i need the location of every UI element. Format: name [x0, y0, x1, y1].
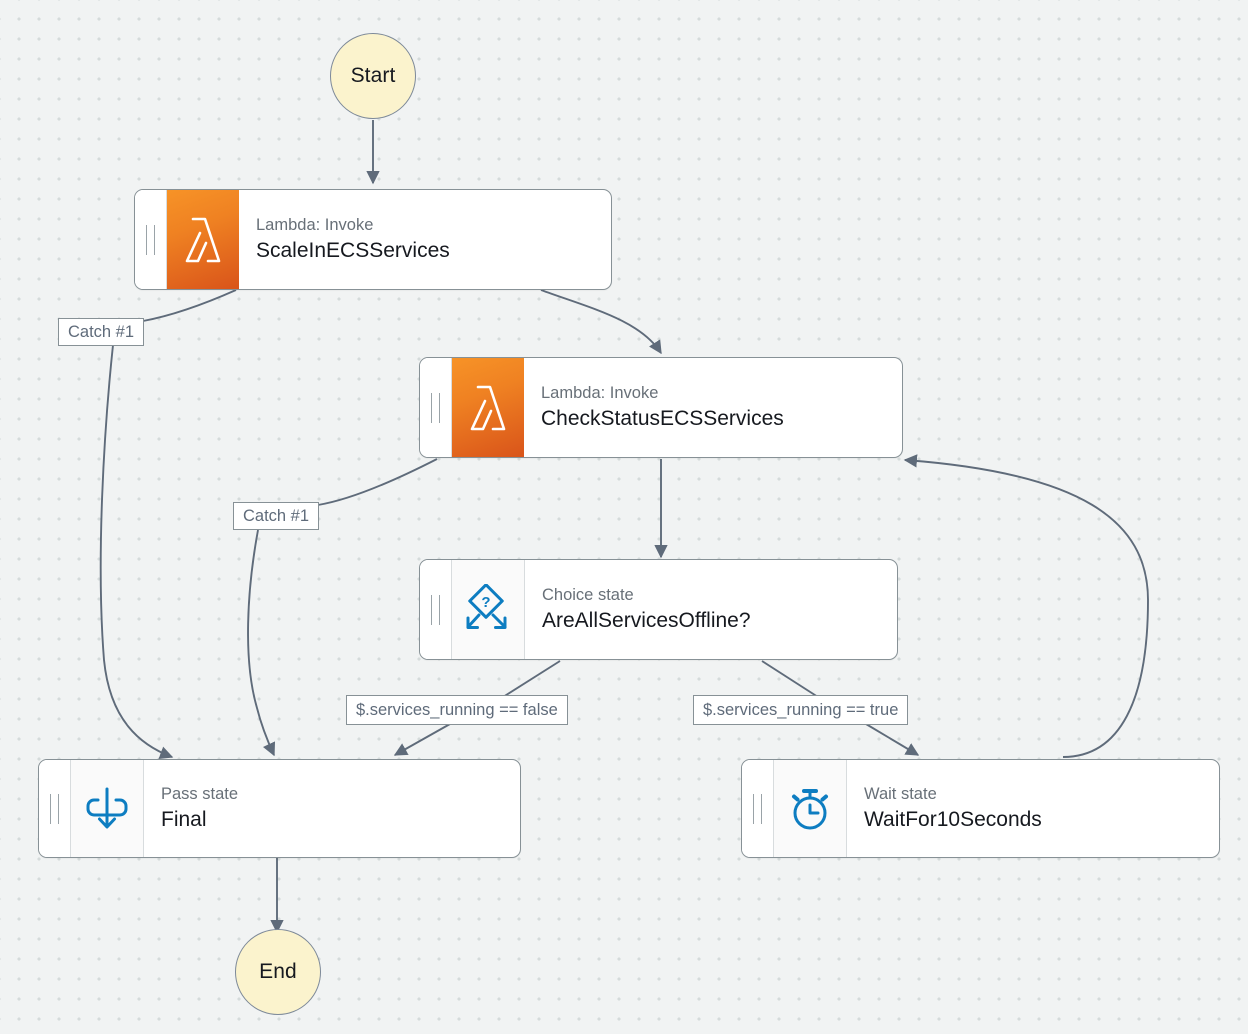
- node-labels: Wait state WaitFor10Seconds: [847, 760, 1219, 857]
- node-labels: Pass state Final: [144, 760, 520, 857]
- node-title: AreAllServicesOffline?: [542, 608, 751, 632]
- node-title: CheckStatusECSServices: [541, 406, 784, 430]
- drag-handle[interactable]: [420, 358, 452, 457]
- node-title: ScaleInECSServices: [256, 238, 450, 262]
- edge-scalein-to-checkstatus: [540, 289, 662, 355]
- node-title: WaitFor10Seconds: [864, 807, 1042, 831]
- state-node-scale-in-ecs-services[interactable]: Lambda: Invoke ScaleInECSServices: [134, 189, 612, 290]
- edge-checkstatus-catch-label: [317, 458, 438, 506]
- lambda-icon: [452, 358, 524, 457]
- edge-choice-true-to-wait: [865, 723, 920, 756]
- wait-icon: [774, 760, 847, 857]
- state-node-are-all-services-offline[interactable]: ? Choice state AreAllServicesOffline?: [419, 559, 898, 660]
- drag-handle[interactable]: [742, 760, 774, 857]
- node-subtitle: Wait state: [864, 784, 937, 803]
- edge-label-choice-false[interactable]: $.services_running == false: [346, 695, 568, 725]
- drag-handle[interactable]: [135, 190, 167, 289]
- end-label: End: [259, 960, 297, 983]
- state-node-wait-for-10-seconds[interactable]: Wait state WaitFor10Seconds: [741, 759, 1220, 858]
- drag-handle[interactable]: [39, 760, 71, 857]
- edge-scalein-catch-label: [142, 289, 237, 322]
- node-subtitle: Lambda: Invoke: [541, 383, 659, 402]
- node-labels: Lambda: Invoke ScaleInECSServices: [239, 190, 611, 289]
- state-node-check-status-ecs-services[interactable]: Lambda: Invoke CheckStatusECSServices: [419, 357, 903, 458]
- choice-icon: ?: [452, 560, 525, 659]
- node-subtitle: Choice state: [542, 585, 634, 604]
- start-node[interactable]: Start: [330, 33, 416, 119]
- edge-label-choice-true[interactable]: $.services_running == true: [693, 695, 909, 725]
- edge-choice-false-to-final: [393, 723, 451, 756]
- node-title: Final: [161, 807, 207, 831]
- node-labels: Lambda: Invoke CheckStatusECSServices: [524, 358, 902, 457]
- end-node[interactable]: End: [235, 929, 321, 1015]
- edge-catch1-scalein-to-final: [99, 344, 174, 760]
- node-labels: Choice state AreAllServicesOffline?: [525, 560, 897, 659]
- edge-wait-to-checkstatus-loop: [903, 454, 1149, 758]
- drag-handle[interactable]: [420, 560, 452, 659]
- node-subtitle: Lambda: Invoke: [256, 215, 374, 234]
- edge-choice-false-label: [502, 660, 561, 698]
- edge-label-catch-1-scale-in[interactable]: Catch #1: [58, 318, 145, 346]
- start-label: Start: [350, 64, 396, 87]
- edge-catch1-checkstatus-to-final: [247, 529, 276, 757]
- edge-label-catch-1-check-status[interactable]: Catch #1: [233, 502, 320, 530]
- node-subtitle: Pass state: [161, 784, 239, 803]
- state-node-final[interactable]: Pass state Final: [38, 759, 521, 858]
- svg-text:?: ?: [481, 594, 490, 611]
- pass-icon: [71, 760, 144, 857]
- edge-choice-true-label: [761, 660, 819, 698]
- lambda-icon: [167, 190, 239, 289]
